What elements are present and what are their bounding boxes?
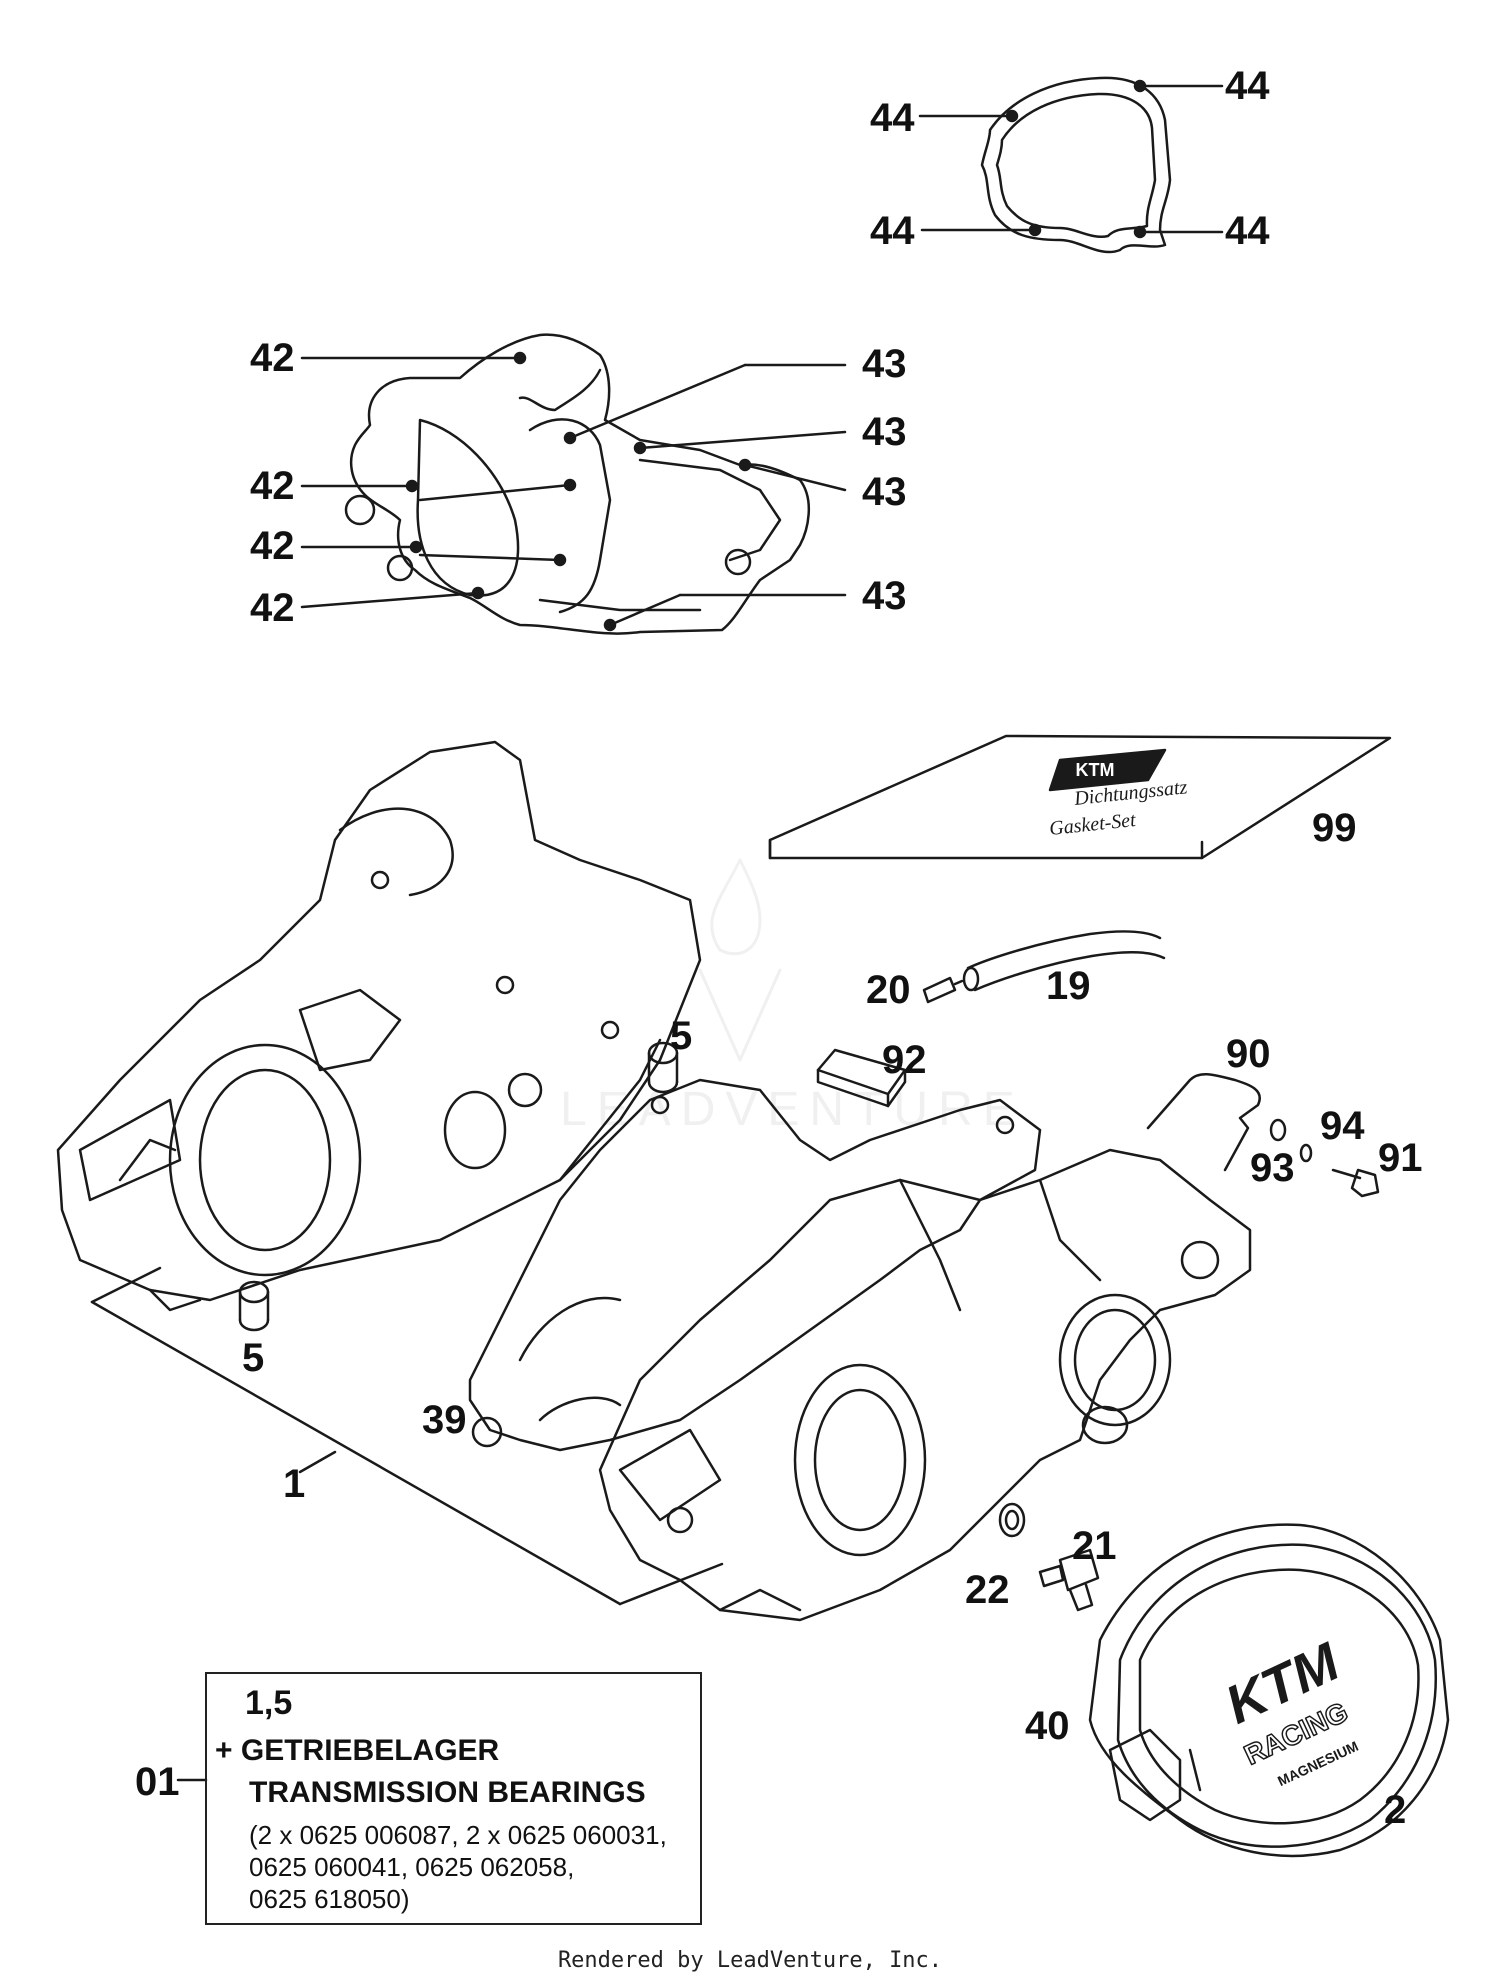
callout-43[interactable]: 43 [862, 470, 907, 514]
kit-note-box: 1,5 + GETRIEBELAGER TRANSMISSION BEARING… [205, 1672, 702, 1925]
left-crankcase-half[interactable] [56, 740, 702, 1312]
callout-44[interactable]: 44 [870, 209, 915, 253]
kit-part-numbers: 0625 060041, 0625 062058, [249, 1852, 575, 1882]
callout-99[interactable]: 99 [1312, 806, 1357, 850]
svg-text:Gasket-Set: Gasket-Set [1048, 809, 1137, 840]
callout-2[interactable]: 2 [1384, 1788, 1407, 1832]
kit-parts: 1,5 [245, 1684, 293, 1722]
callout-42[interactable]: 42 [250, 586, 295, 630]
callout-19[interactable]: 19 [1046, 964, 1091, 1008]
wire-bracket-90[interactable] [1146, 1073, 1261, 1172]
ignition-cover-gasket-44[interactable] [980, 76, 1172, 254]
callout-5[interactable]: 5 [242, 1336, 265, 1380]
callout-1[interactable]: 1 [283, 1462, 306, 1506]
reed-block-92[interactable] [816, 1048, 907, 1108]
footer-credit: Rendered by LeadVenture, Inc. [557, 1948, 943, 1973]
callout-42[interactable]: 42 [250, 336, 295, 380]
screw-91[interactable] [1331, 1168, 1380, 1198]
callout-43[interactable]: 43 [862, 574, 907, 618]
leader-42-43-lines [300, 351, 847, 632]
callout-44[interactable]: 44 [870, 96, 915, 140]
crankcase-gasket-39[interactable] [468, 1078, 1042, 1452]
callout-92[interactable]: 92 [882, 1038, 927, 1082]
crankcase-pair-bracket-1 [90, 1266, 724, 1606]
drain-plug-21[interactable] [1038, 1548, 1100, 1612]
nipple-20[interactable] [922, 976, 964, 1004]
leader-44-lines [918, 79, 1224, 239]
hose-19[interactable] [962, 930, 1166, 992]
callout-42[interactable]: 42 [250, 464, 295, 508]
callout-91[interactable]: 91 [1378, 1136, 1423, 1180]
callout-90[interactable]: 90 [1226, 1032, 1271, 1076]
callout-44[interactable]: 44 [1225, 209, 1270, 253]
callout-21[interactable]: 21 [1072, 1524, 1117, 1568]
washer-93[interactable] [1269, 1118, 1287, 1142]
callout-20[interactable]: 20 [866, 968, 911, 1012]
callout-93[interactable]: 93 [1250, 1146, 1295, 1190]
callout-22[interactable]: 22 [965, 1568, 1010, 1612]
callout-01[interactable]: 01 [135, 1760, 180, 1804]
svg-text:KTM: KTM [1076, 760, 1115, 780]
o-ring-94[interactable] [1299, 1143, 1313, 1163]
kit-part-numbers: (2 x 0625 006087, 2 x 0625 060031, [249, 1820, 667, 1850]
callout-39[interactable]: 39 [422, 1398, 467, 1442]
callout-43[interactable]: 43 [862, 342, 907, 386]
callout-42[interactable]: 42 [250, 524, 295, 568]
callout-44[interactable]: 44 [1225, 64, 1270, 108]
kit-part-numbers: 0625 618050) [249, 1884, 410, 1914]
kit-title-de: + GETRIEBELAGER [215, 1734, 500, 1767]
dowel-sleeve-5-bottom[interactable] [238, 1280, 270, 1332]
kit-title-en: TRANSMISSION BEARINGS [249, 1776, 646, 1809]
washer-22[interactable] [998, 1502, 1026, 1538]
gasket-set-99[interactable]: KTM Dichtungssatz Gasket-Set [768, 734, 1392, 860]
leadventure-watermark: LEADVENTURE [560, 858, 1025, 1136]
callout-94[interactable]: 94 [1320, 1104, 1365, 1148]
callout-43[interactable]: 43 [862, 410, 907, 454]
svg-text:LEADVENTURE: LEADVENTURE [560, 1083, 1025, 1136]
right-crankcase-half[interactable] [598, 1148, 1252, 1622]
callout-5[interactable]: 5 [670, 1014, 693, 1058]
callout-40[interactable]: 40 [1025, 1704, 1070, 1748]
